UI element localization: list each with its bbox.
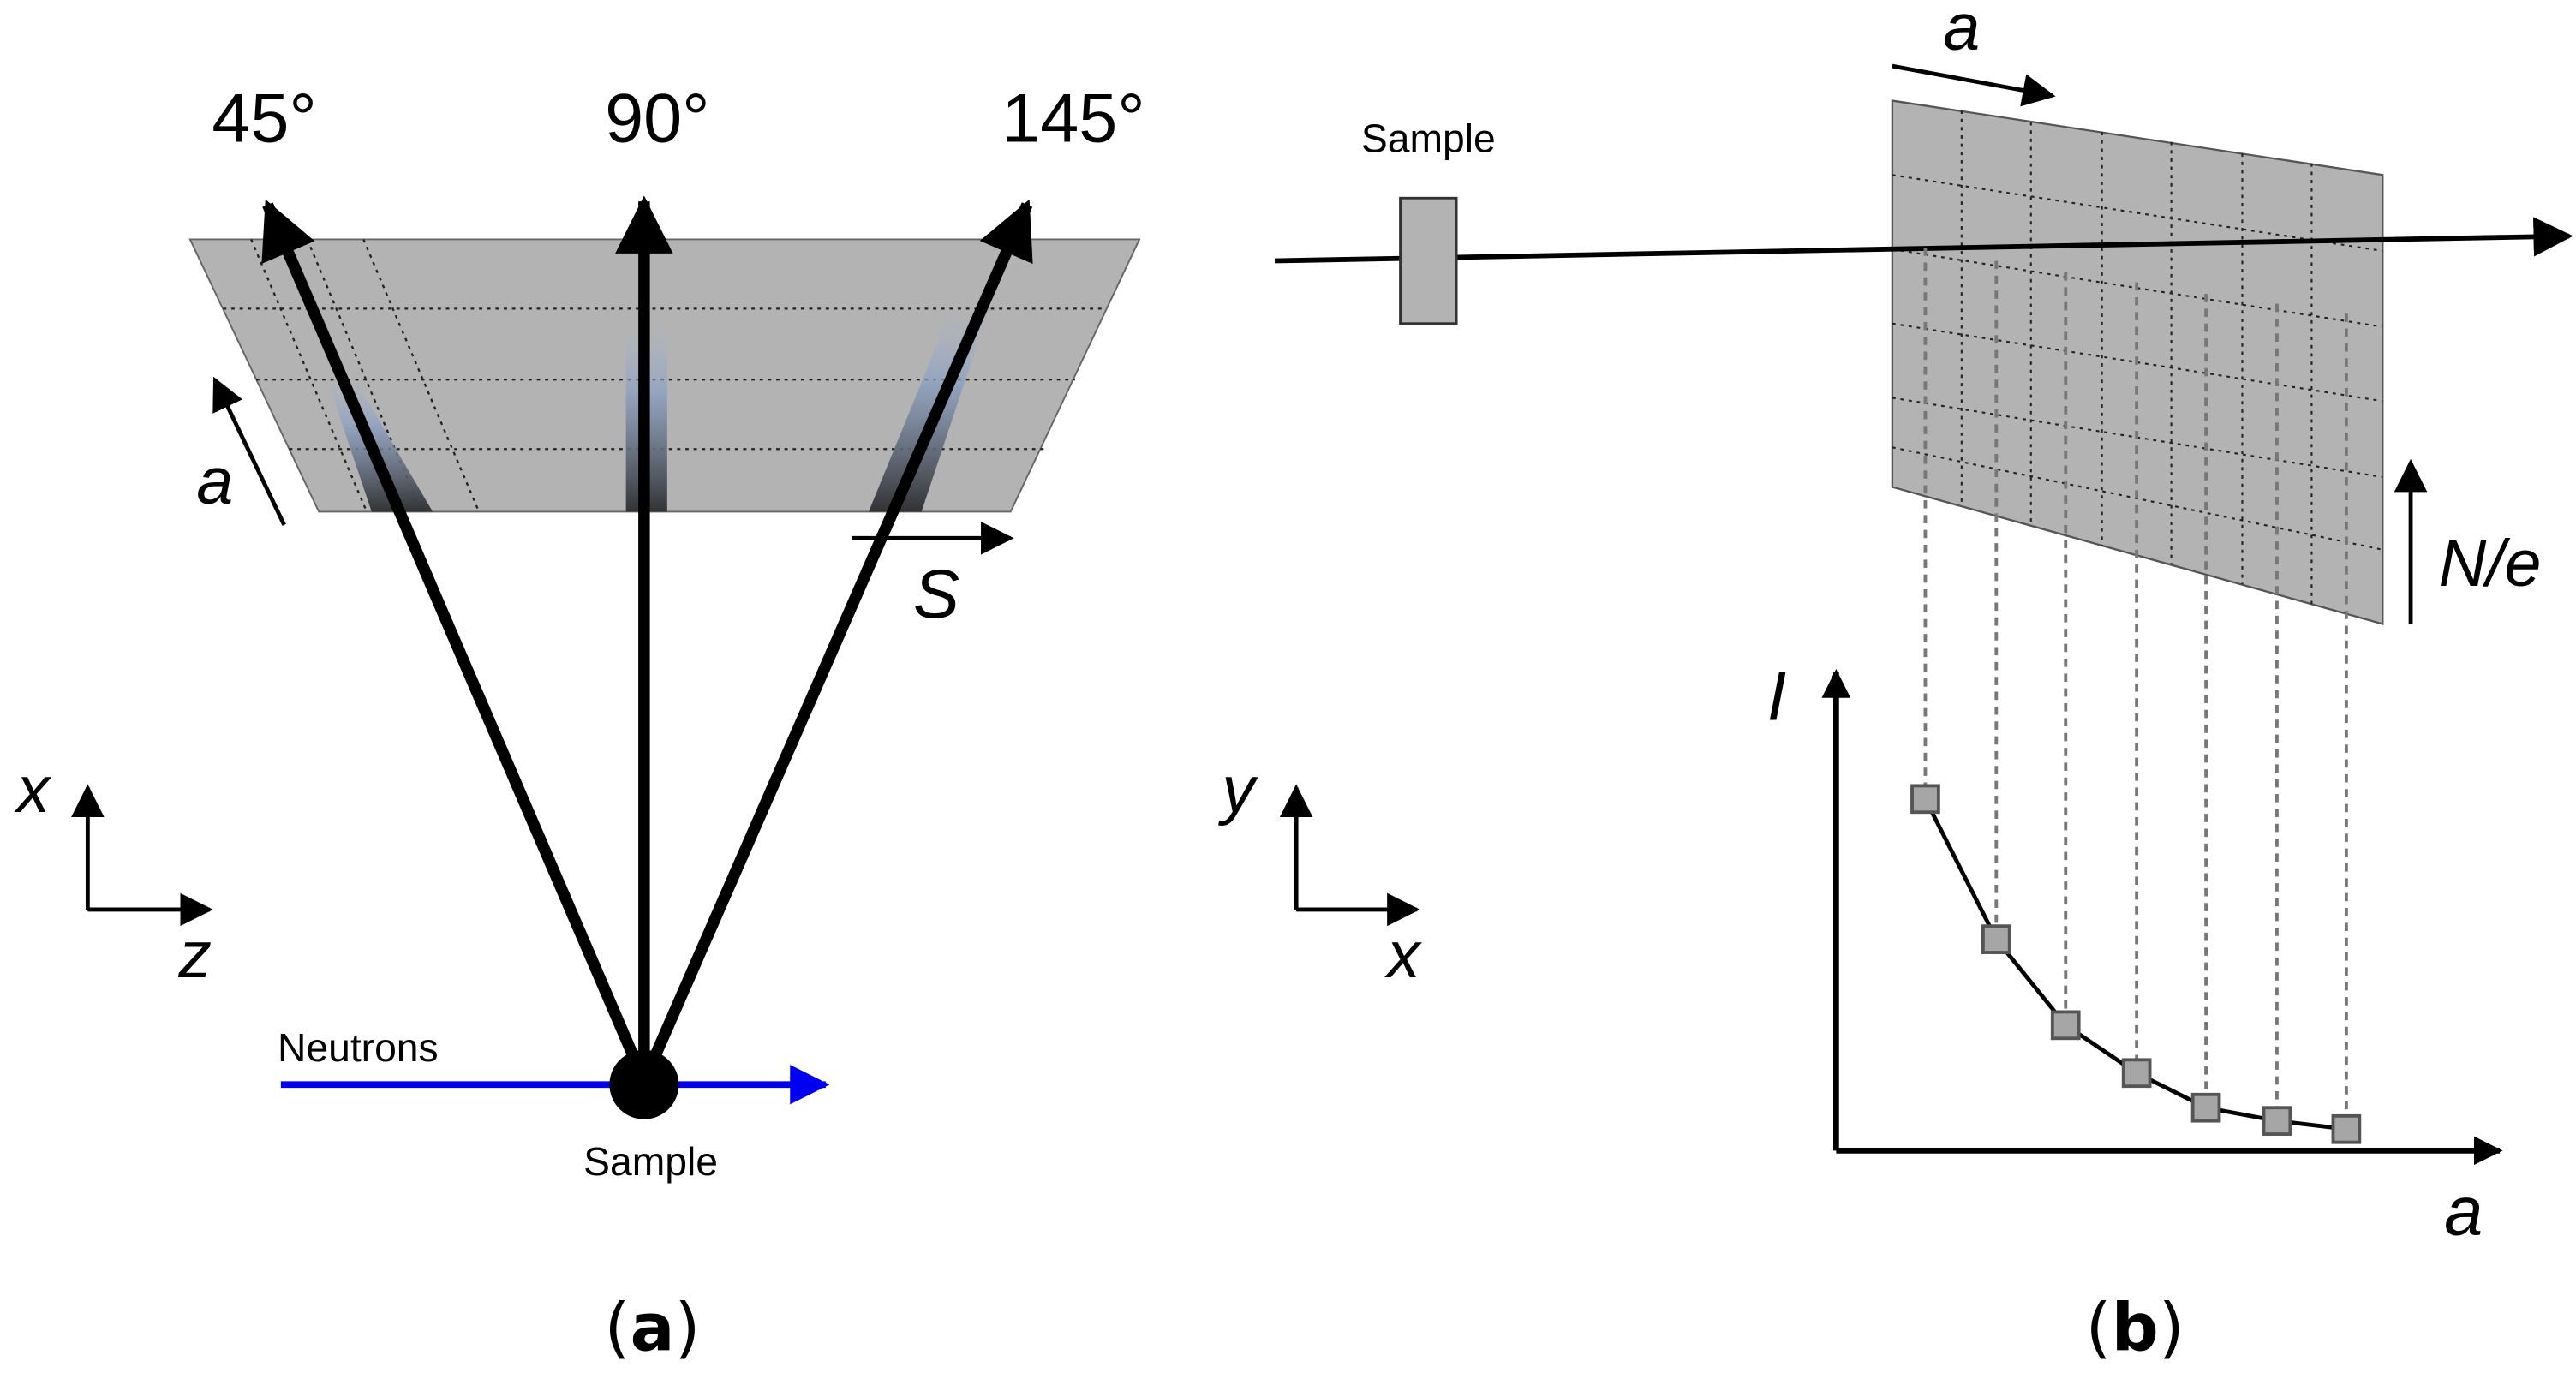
direction-a-label-b: a — [1943, 0, 1980, 64]
beam-45 — [261, 199, 650, 1084]
projection-lines — [1923, 248, 2348, 1130]
direction-a-label: a — [196, 445, 233, 518]
beam-145 — [638, 199, 1033, 1084]
data-point — [1981, 924, 2011, 954]
data-point — [2331, 1113, 2362, 1144]
scattered-beams — [261, 195, 1033, 1084]
plot-ylabel: I — [1767, 658, 1787, 735]
data-point — [2190, 1092, 2221, 1123]
direction-s-label: S — [913, 556, 959, 633]
direction-a-arrow-b — [1892, 63, 2056, 107]
angle-label-90: 90° — [605, 81, 709, 158]
caption-b: (b) — [2086, 1290, 2185, 1367]
intensity-markers — [1910, 784, 2362, 1144]
direction-ne-label: N/e — [2439, 527, 2542, 600]
data-point — [2262, 1106, 2292, 1136]
direction-a-arrow — [212, 376, 286, 526]
sample-block — [1399, 196, 1458, 325]
axes-xz — [71, 784, 213, 927]
plot-axes — [1821, 669, 2503, 1166]
incident-beam-arrow — [1275, 217, 2573, 264]
data-point — [2050, 1010, 2081, 1041]
sample-label-b: Sample — [1361, 116, 1496, 160]
axis-z-label: z — [177, 918, 212, 992]
data-point — [2121, 1058, 2152, 1089]
axis-x-label: x — [13, 753, 51, 827]
axis-y-label: y — [1217, 753, 1258, 827]
angle-label-45: 45° — [212, 81, 316, 158]
detector-panel-columns — [1960, 110, 2313, 605]
angle-label-145: 145° — [1001, 81, 1145, 158]
neutron-beam-label: Neutrons — [278, 1025, 439, 1070]
axis-x-label-b: x — [1384, 918, 1422, 992]
plot-xlabel: a — [2444, 1173, 2483, 1251]
axes-yx — [1279, 784, 1420, 927]
caption-a: (a) — [604, 1290, 700, 1367]
panel-b: Sample a N/e I a — [1217, 0, 2573, 1367]
data-point — [1910, 784, 1940, 815]
sample-dot — [609, 1049, 679, 1119]
sample-label-a: Sample — [583, 1139, 718, 1184]
panel-a: 45° 90° 145° a S x z Neutrons Sample (a) — [13, 81, 1145, 1367]
